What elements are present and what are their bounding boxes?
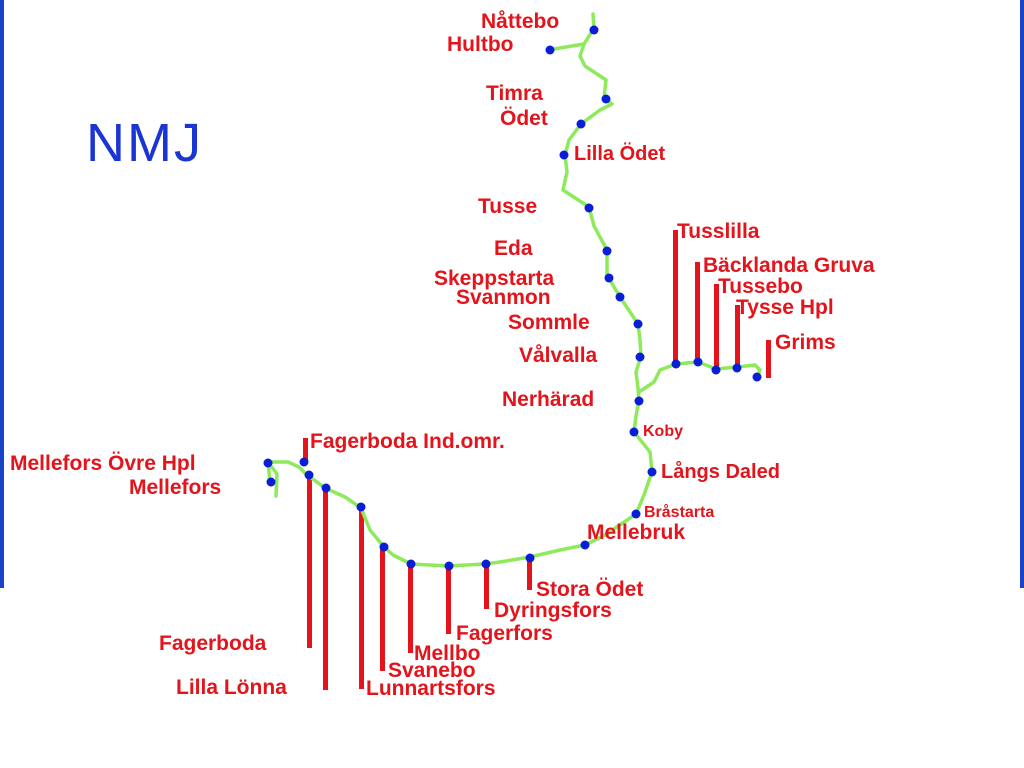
marker-bar-backlanda [695,262,700,362]
label-tussebo: Tussebo [718,275,803,298]
marker-bar-tysse [735,305,740,367]
station-dot-koby [629,427,639,437]
station-dot-lilla-odet [559,150,569,160]
label-mellbo: Mellbo [414,642,481,665]
station-dot-svanebo [379,542,389,552]
marker-bar-grims [766,340,771,378]
label-lilla-odet: Lilla Ödet [574,143,666,165]
station-dots [263,25,762,571]
label-fagerboda-ind: Fagerboda Ind.omr. [310,430,505,453]
station-dot-lunnartsfors [356,502,366,512]
label-dyringsfors: Dyringsfors [494,599,612,622]
label-timra: Timra [486,82,543,105]
station-dot-brastarta [631,509,641,519]
station-dot-sommle [633,319,643,329]
label-koby: Koby [643,423,683,440]
station-dot-nattebo [589,25,599,35]
label-fagerboda: Fagerboda [159,632,267,655]
route-main-line [266,12,654,568]
label-lilla-lonna: Lilla Lönna [176,676,287,699]
station-dot-hultbo [545,45,555,55]
label-nattebo: Nåttebo [481,10,560,33]
station-dot-mellefors [266,477,276,487]
station-dot-backlanda [693,357,703,367]
label-backlanda: Bäcklanda Gruva [703,254,875,277]
label-fagerfors: Fagerfors [456,622,553,645]
station-dot-eda [602,246,612,256]
station-dot-skeppstarta [604,273,614,283]
label-valvalla: Vålvalla [519,344,598,367]
label-skeppstarta: Skeppstarta [434,267,555,290]
station-dot-langs-daled [647,467,657,477]
label-mellefors: Mellefors [129,476,222,499]
station-dot-mellbo [406,559,416,569]
label-mellefors-ovre: Mellefors Övre Hpl [10,452,196,475]
frame-left-edge [0,0,4,588]
station-dot-fagerfors [444,561,454,571]
label-brastarta: Bråstarta [644,504,715,521]
marker-bar-fagerboda [307,474,312,648]
label-sommle: Sommle [508,311,590,334]
station-dot-mellebruk [580,540,590,550]
label-tysse: Tysse Hpl [736,296,834,319]
station-dot-grims [752,372,762,382]
marker-bar-lilla-lonna [323,488,328,690]
marker-bar-fagerboda-ind [303,438,308,462]
marker-bar-fagerfors [446,566,451,634]
station-dot-tysse [732,363,742,373]
station-dot-svanmon [615,292,625,302]
label-tusslilla: Tusslilla [677,220,760,243]
station-dot-tusse [584,203,594,213]
station-dot-dyringsfors [481,559,491,569]
label-eda: Eda [494,237,533,260]
map-title: NMJ [86,113,203,173]
label-grims: Grims [775,331,836,354]
station-dot-nerharad [634,396,644,406]
marker-bar-dyringsfors [484,563,489,609]
marker-bar-lunnartsfors [359,507,364,689]
station-dot-mellefors-ovre [263,458,273,468]
station-dot-stora-odet [525,553,535,563]
station-dot-lilla-lonna [321,483,331,493]
label-nerharad: Nerhärad [502,388,595,411]
label-mellebruk: Mellebruk [587,521,686,544]
marker-bar-tusslilla [673,230,678,364]
label-svanebo: Svanebo [388,659,476,682]
marker-bar-tussebo [714,284,719,368]
label-svanmon: Svanmon [456,286,551,309]
marker-bar-stora-odet [527,558,532,590]
station-dot-tussebo [711,365,721,375]
station-dot-timra [601,94,611,104]
label-odet: Ödet [500,107,548,130]
label-tusse: Tusse [478,195,538,218]
label-langs-daled: Långs Daled [661,461,780,483]
station-marker-bars [303,230,771,690]
station-dot-odet [576,119,586,129]
station-dot-fagerboda-ind [299,457,309,467]
frame-right-edge [1020,0,1024,588]
station-dot-valvalla [635,352,645,362]
station-dot-fagerboda [304,470,314,480]
marker-bar-svanebo [380,547,385,671]
station-dot-tusslilla [671,359,681,369]
label-lunnartsfors: Lunnartsfors [366,677,496,700]
marker-bar-mellbo [408,563,413,653]
label-hultbo: Hultbo [447,33,514,56]
label-stora-odet: Stora Ödet [536,578,644,601]
route-east-branch [637,360,762,394]
